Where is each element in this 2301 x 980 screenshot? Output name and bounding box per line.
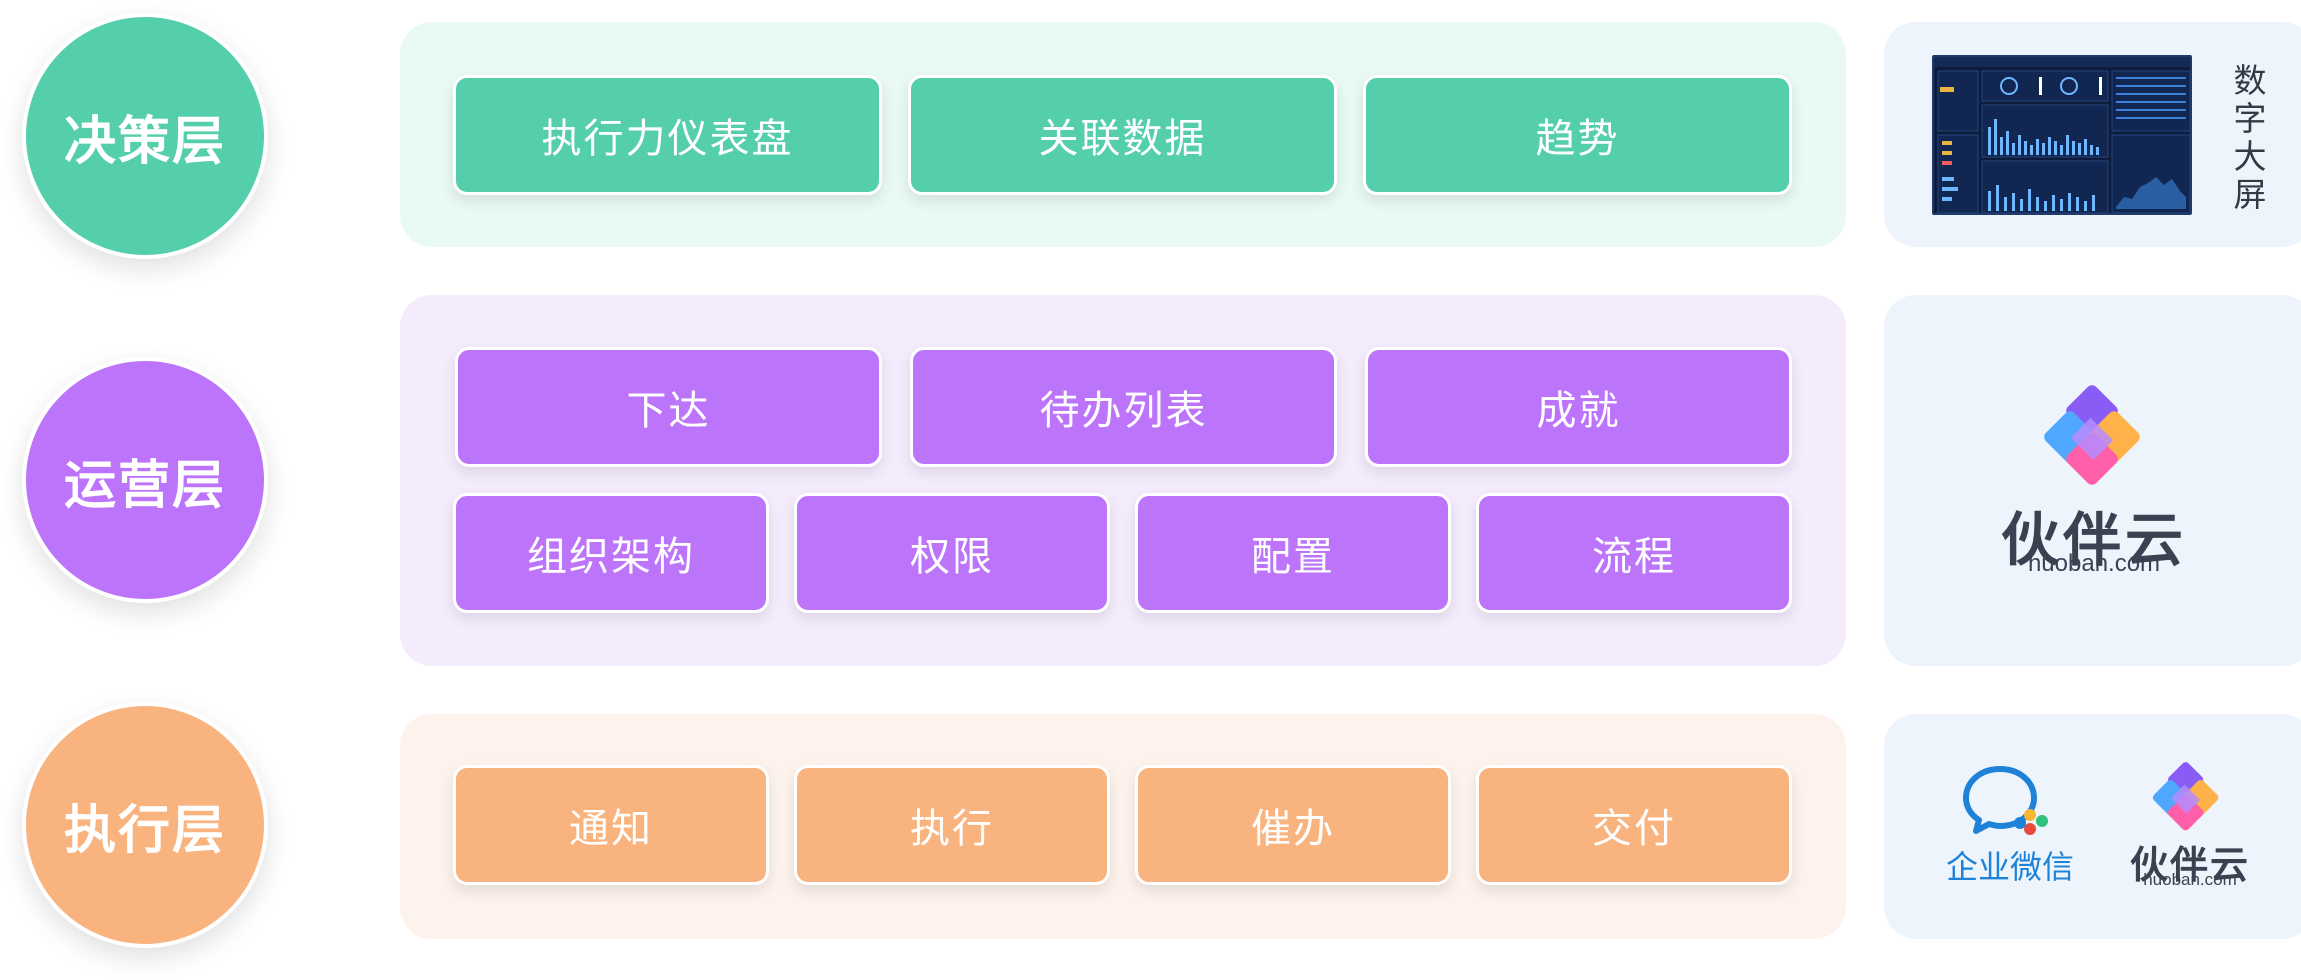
operation-item-permissions[interactable]: 权限 <box>794 493 1110 613</box>
operation-item-label: 下达 <box>626 389 711 433</box>
layer-decision-circle: 决策层 <box>22 13 268 259</box>
operation-item-label: 待办列表 <box>1039 389 1208 433</box>
decision-item-related-data[interactable]: 关联数据 <box>908 75 1337 195</box>
huoban-logo-icon <box>2040 385 2148 493</box>
execution-side-panel <box>1884 714 2301 939</box>
operation-item-process[interactable]: 流程 <box>1476 493 1792 613</box>
wework-logo-icon <box>1962 765 2054 837</box>
huoban-brand-domain: huoban.com <box>2027 550 2161 577</box>
operation-item-todo-list[interactable]: 待办列表 <box>910 347 1337 467</box>
layer-operation-circle: 运营层 <box>22 357 268 603</box>
huoban-brand-name-small: 伙伴云 <box>2129 845 2250 887</box>
layer-execution-title: 执行层 <box>63 801 226 860</box>
execution-item-urge[interactable]: 催办 <box>1135 765 1451 885</box>
layer-execution-circle: 执行层 <box>22 702 268 948</box>
execution-item-notify[interactable]: 通知 <box>453 765 769 885</box>
operation-item-label: 配置 <box>1251 535 1335 579</box>
wework-name: 企业微信 <box>1945 849 2074 885</box>
huoban-brand-domain-small: huoban.com <box>2143 870 2237 889</box>
layer-operation-title: 运营层 <box>63 456 226 515</box>
execution-item-label: 催办 <box>1251 807 1335 851</box>
digital-screen-label: 数字大屏 <box>2233 62 2267 213</box>
operation-item-label: 组织架构 <box>527 535 695 579</box>
operation-item-config[interactable]: 配置 <box>1135 493 1451 613</box>
execution-item-label: 通知 <box>569 807 653 851</box>
execution-item-execute[interactable]: 执行 <box>794 765 1110 885</box>
operation-item-org-structure[interactable]: 组织架构 <box>453 493 769 613</box>
operation-item-label: 流程 <box>1592 535 1676 579</box>
decision-item-label: 趋势 <box>1535 117 1620 161</box>
huoban-logo-icon <box>2150 762 2224 836</box>
execution-item-label: 执行 <box>910 807 994 851</box>
decision-item-label: 执行力仪表盘 <box>541 117 794 161</box>
execution-item-label: 交付 <box>1592 807 1676 851</box>
operation-item-label: 成就 <box>1536 389 1621 433</box>
layer-decision-title: 决策层 <box>63 112 226 171</box>
huoban-brand-name: 伙伴云 <box>2000 508 2187 573</box>
decision-item-dashboard[interactable]: 执行力仪表盘 <box>453 75 882 195</box>
execution-item-deliver[interactable]: 交付 <box>1476 765 1792 885</box>
operation-item-label: 权限 <box>910 535 994 579</box>
operation-item-achievement[interactable]: 成就 <box>1365 347 1792 467</box>
operation-item-assign[interactable]: 下达 <box>455 347 882 467</box>
dashboard-screenshot-icon <box>1932 55 2192 215</box>
decision-item-label: 关联数据 <box>1038 117 1207 161</box>
decision-item-trend[interactable]: 趋势 <box>1363 75 1792 195</box>
